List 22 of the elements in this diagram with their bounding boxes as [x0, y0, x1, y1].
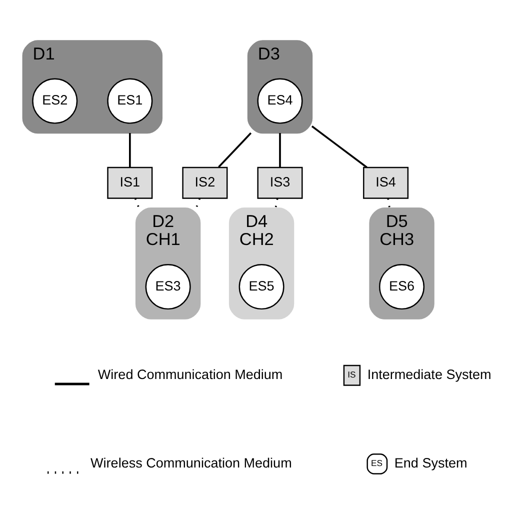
legend-label: Intermediate System [367, 366, 492, 382]
connector [311, 125, 368, 168]
label: ES [371, 457, 383, 468]
connector [134, 198, 140, 208]
node-circle: ES4 [257, 78, 303, 124]
node-box: IS1 [107, 166, 153, 198]
connector [195, 198, 201, 208]
connector [218, 132, 252, 168]
legend-label: Wireless Communication Medium [90, 454, 292, 470]
connector [128, 132, 131, 167]
node-circle: ES2 [32, 78, 78, 124]
node-box: IS3 [257, 166, 303, 198]
node-circle: ES5 [238, 264, 284, 310]
legend-label: End System [394, 454, 468, 470]
connector [279, 132, 281, 167]
label: IS [348, 368, 356, 379]
legend-label: Wired Communication Medium [98, 366, 283, 382]
node-box: IS4 [363, 166, 409, 198]
node-circle: ES6 [379, 264, 425, 310]
node-circle: ES1 [107, 78, 153, 124]
node-circle: ES3 [145, 264, 191, 310]
node-box: IS2 [182, 166, 228, 198]
